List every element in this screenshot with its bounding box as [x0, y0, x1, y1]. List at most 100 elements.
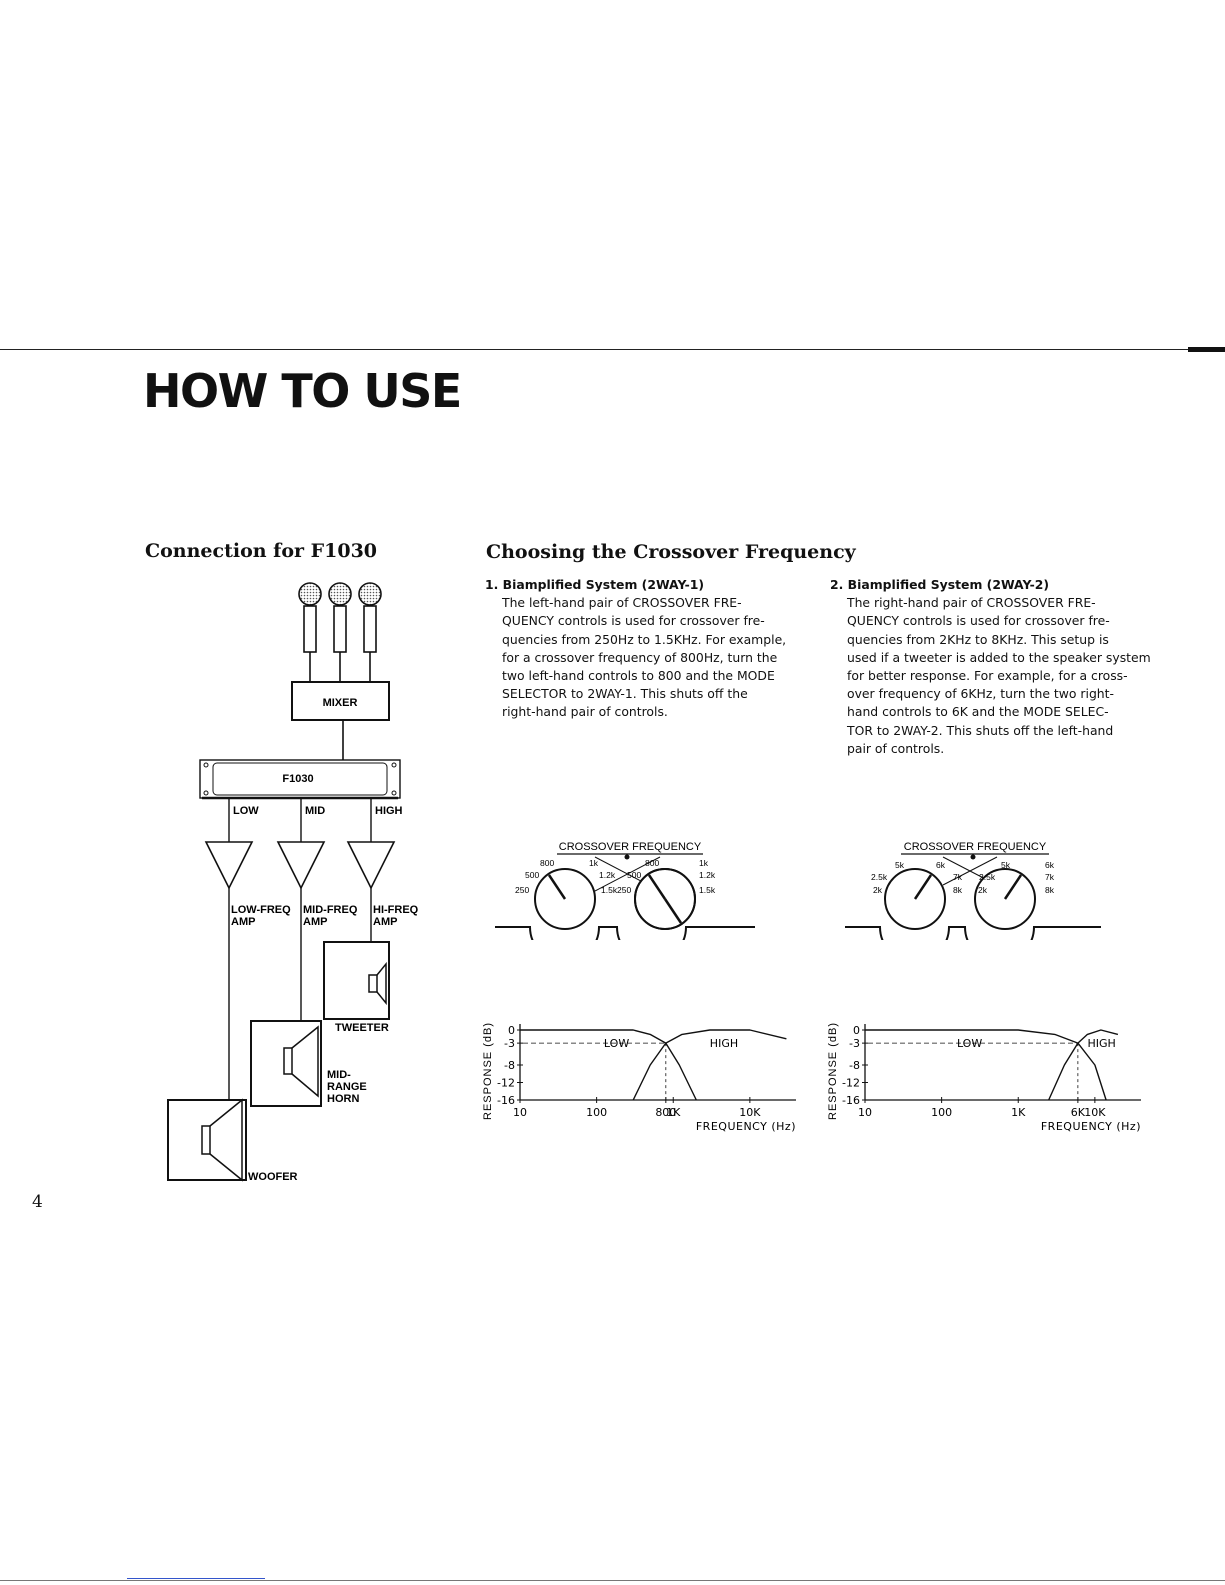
x-tick-label: 800 — [655, 1106, 676, 1119]
item-2-line: hand controls to 6K and the MODE SELEC- — [847, 704, 1109, 720]
midrange-label: MID- — [327, 1069, 351, 1081]
x-tick-label: 100 — [586, 1106, 607, 1119]
item-1-line: QUENCY controls is used for crossover fr… — [502, 613, 765, 629]
output-mid-label: MID — [305, 805, 325, 817]
f1030-label: F1030 — [282, 773, 313, 785]
item-2-line: pair of controls. — [847, 740, 945, 756]
knob-scale-label: 5k — [1001, 860, 1011, 870]
crossover-knobs-left: CROSSOVER FREQUENCY 250 500 800 1k 1.2k … — [495, 841, 755, 940]
item-1-line: quencies from 250Hz to 1.5KHz. For examp… — [502, 631, 787, 647]
item-1-line: SELECTOR to 2WAY-1. This shuts off the — [502, 686, 748, 702]
y-tick-label: -16 — [497, 1094, 515, 1107]
midrange-label: HORN — [327, 1093, 359, 1105]
knob-left-title: CROSSOVER FREQUENCY — [559, 841, 702, 853]
crossover-heading: Choosing the Crossover Frequency — [486, 541, 856, 563]
knob-scale-label: 8k — [1045, 885, 1055, 895]
mid-amp-triangle — [276, 841, 326, 890]
header-rule — [0, 349, 1225, 350]
f1030-unit — [199, 759, 401, 800]
high-amp-label: AMP — [373, 916, 397, 928]
bottom-rule — [0, 1580, 1225, 1581]
midrange-label: RANGE — [327, 1081, 367, 1093]
page-title: HOW TO USE — [143, 364, 462, 418]
item-1-block: 1. Biamplified System (2WAY-1) The left-… — [485, 576, 815, 722]
knob-scale-label: 6k — [936, 860, 946, 870]
knob-scale-label: 8k — [953, 885, 963, 895]
item-1-heading: 1. Biamplified System (2WAY-1) — [485, 577, 705, 592]
y-tick-label: 0 — [508, 1024, 515, 1037]
page-number: 4 — [32, 1192, 43, 1212]
knob-scale-label: 1.5k — [699, 885, 716, 895]
knob-scale-label: 800 — [540, 858, 554, 868]
item-2-block: 2. Biamplified System (2WAY-2) The right… — [830, 576, 1160, 758]
mixer-box — [291, 681, 390, 721]
y-tick-label: -8 — [849, 1059, 860, 1072]
knob-scale-label: 250 — [515, 885, 529, 895]
low-amp-triangle — [204, 841, 254, 890]
item-2-line: QUENCY controls is used for crossover fr… — [847, 613, 1110, 629]
x-tick-label: 1K — [1011, 1106, 1026, 1119]
x-tick-label: 10 — [513, 1106, 527, 1119]
knob-scale-label: 7k — [1045, 872, 1055, 882]
low-amp-label: LOW-FREQ — [231, 904, 291, 916]
knob-scale-label: 5k — [895, 860, 905, 870]
x-axis-title: FREQUENCY (Hz) — [1041, 1120, 1141, 1133]
item-2-line: for better response. For example, for a … — [847, 668, 1128, 684]
knob-scale-label: 1k — [699, 858, 709, 868]
y-tick-label: -8 — [504, 1059, 515, 1072]
x-tick-label: 10K — [1084, 1106, 1106, 1119]
item-2-line: quencies from 2KHz to 8KHz. This setup i… — [847, 631, 1109, 647]
series-line-high — [632, 1029, 787, 1101]
y-tick-label: -3 — [504, 1037, 515, 1050]
knob-scale-label: 6k — [1045, 860, 1055, 870]
x-tick-label: 100 — [931, 1106, 952, 1119]
high-amp-label: HI-FREQ — [373, 904, 419, 916]
item-2-line: The right-hand pair of CROSSOVER FRE- — [847, 595, 1096, 611]
y-tick-label: -3 — [849, 1037, 860, 1050]
tweeter-label: TWEETER — [335, 1022, 389, 1034]
knob-scale-label: 2k — [978, 885, 988, 895]
y-tick-label: -16 — [842, 1094, 860, 1107]
knob-scale-label: 2k — [873, 885, 883, 895]
connection-diagram: MIXER F1030 LOW MID HIGH LOW-FREQ AMP MI… — [167, 582, 419, 1183]
midrange-horn-icon — [250, 1020, 322, 1107]
item-1-line: for a crossover frequency of 800Hz, turn… — [502, 649, 778, 665]
series-label-high: HIGH — [710, 1037, 738, 1050]
tweeter-speaker-icon — [323, 941, 390, 1020]
bottom-link-underline — [127, 1578, 265, 1579]
y-axis-title: RESPONSE (dB) — [827, 1022, 839, 1120]
knob-scale-label: 2.5k — [979, 872, 996, 882]
knob-scale-label: 1k — [589, 858, 599, 868]
x-axis-title: FREQUENCY (Hz) — [696, 1120, 796, 1133]
knob-scale-label: 1.2k — [599, 870, 616, 880]
series-line-low — [865, 1029, 1107, 1101]
series-label-high: HIGH — [1087, 1037, 1115, 1050]
knob-scale-label: 500 — [627, 870, 641, 880]
header-tab-mark — [1188, 347, 1225, 352]
series-label-low: LOW — [957, 1037, 982, 1050]
y-tick-label: 0 — [853, 1024, 860, 1037]
mid-amp-label: MID-FREQ — [303, 904, 358, 916]
woofer-speaker-icon — [167, 1098, 247, 1182]
knob-scale-label: 7k — [953, 872, 963, 882]
output-low-label: LOW — [233, 805, 259, 817]
x-tick-label: 6K — [1071, 1106, 1086, 1119]
mixer-label: MIXER — [323, 697, 358, 709]
x-tick-label: 1K — [666, 1106, 681, 1119]
item-2-line: used if a tweeter is added to the speake… — [847, 649, 1151, 665]
item-1-line: The left-hand pair of CROSSOVER FRE- — [502, 595, 742, 611]
woofer-label: WOOFER — [248, 1171, 298, 1183]
low-amp-label: AMP — [231, 916, 255, 928]
knob-scale-label: 1.5k — [601, 885, 618, 895]
connection-heading: Connection for F1030 — [145, 540, 378, 562]
knob-scale-label: 800 — [645, 858, 659, 868]
series-line-high — [1048, 1029, 1119, 1101]
y-axis-title: RESPONSE (dB) — [482, 1022, 494, 1120]
series-line-low — [520, 1029, 697, 1101]
crossover-knobs-right: CROSSOVER FREQUENCY 2k 2.5k 5k 6k 7k 8k … — [845, 841, 1101, 940]
series-label-low: LOW — [604, 1037, 629, 1050]
knob-scale-label: 2.5k — [871, 872, 888, 882]
knob-scale-label: 250 — [617, 885, 631, 895]
